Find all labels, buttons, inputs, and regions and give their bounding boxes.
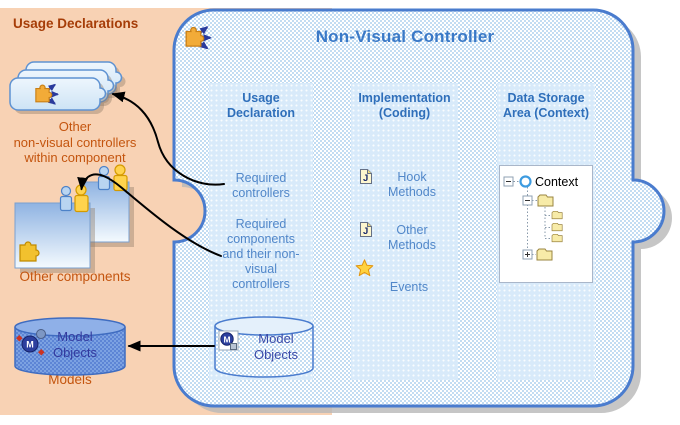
required-controllers-item: Required controllers [232, 171, 290, 200]
other-methods-label: Other Methods [388, 223, 436, 252]
puzzle-piece-icon [19, 241, 40, 262]
models-caption: Models [48, 372, 92, 387]
model-objects-cylinder-label: Model Objects [253, 331, 299, 362]
expander-plus-icon [522, 249, 533, 260]
controller-title: Non-Visual Controller [315, 27, 495, 46]
expander-minus-icon [503, 176, 514, 187]
context-node-icon [519, 175, 532, 188]
data-storage-heading: Data Storage Area (Context) [502, 91, 590, 120]
models-cylinder: M [14, 317, 126, 376]
usage-declaration-heading: Usage Declaration [226, 91, 296, 120]
other-components-boxes [14, 164, 134, 273]
model-letter: M [223, 335, 230, 345]
expander-minus-icon [522, 195, 533, 206]
usage-declarations-title: Usage Declarations [13, 16, 139, 31]
context-tree-box: Context [499, 165, 593, 283]
events-label: Events [389, 280, 429, 294]
model-objects-cylinder: M [214, 316, 314, 378]
hook-methods-label: Hook Methods [388, 170, 436, 199]
required-components-item: Required components and their non-visual… [222, 217, 300, 291]
java-letter: J [363, 173, 368, 184]
arrow-required-components [77, 173, 222, 257]
models-cylinder-label: Model Objects [52, 329, 98, 360]
other-controllers-caption: Other non-visual controllers within comp… [13, 119, 137, 165]
person-icon [59, 185, 73, 212]
star-icon [355, 259, 374, 277]
implementation-heading: Implementation (Coding) [358, 91, 451, 120]
other-components-caption: Other components [19, 269, 131, 284]
implementation-column: Implementation (Coding) J Hook Methods J… [351, 83, 458, 380]
model-objects-icon: M [218, 330, 239, 351]
data-storage-column: Data Storage Area (Context) [497, 83, 595, 380]
arrow-required-controllers [111, 91, 225, 186]
java-file-icon: J [360, 222, 372, 237]
context-tree: Context [503, 175, 579, 261]
person-icon [113, 164, 128, 192]
context-root-label: Context [535, 175, 579, 189]
java-letter: J [363, 226, 368, 237]
java-file-icon: J [360, 169, 372, 184]
model-letter: M [26, 340, 34, 350]
